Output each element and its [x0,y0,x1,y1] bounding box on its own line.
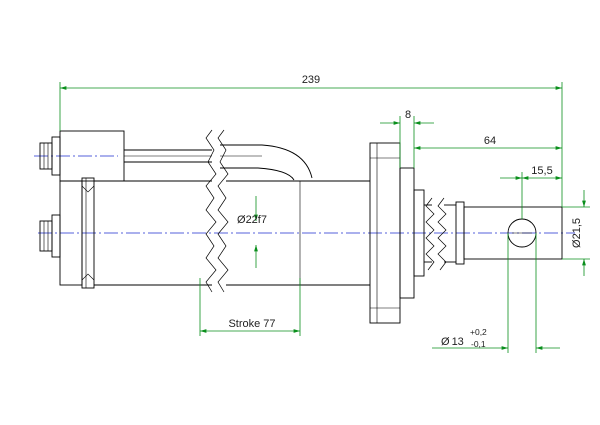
label-clevis-diameter: Ø21,5 [571,218,583,248]
label-stroke: Stroke 77 [228,318,275,330]
dim-clevis-diameter [562,190,590,276]
lower-fitting [39,214,61,258]
label-overall-length: 239 [302,74,320,86]
dim-pin-hole [432,233,560,353]
label-flange-to-end: 64 [484,135,496,147]
clevis-diameter-value: 21,5 [571,218,583,239]
diameter-symbol: Ø [441,336,450,348]
pipe [124,144,313,181]
label-pin-tol-upper: +0,2 [470,327,487,337]
piston-rod [424,197,456,271]
rod-diameter-value: 22f7 [246,214,267,226]
dim-pin-offset [500,172,562,219]
flange [369,142,425,324]
diameter-symbol: Ø [571,239,583,248]
svg-text:Ø21,5: Ø21,5 [571,218,583,248]
label-flange-thickness: 8 [405,109,411,121]
dim-stroke [199,278,301,336]
label-pin-offset: 15,5 [531,165,552,177]
dim-flange-thickness [380,116,434,168]
barrel [94,180,370,286]
diameter-symbol: Ø [237,214,246,226]
dim-overall-length [59,82,563,207]
pin-hole-value: 13 [452,336,464,348]
label-pin-tol-lower: -0,1 [471,339,486,349]
barrel-break [205,129,229,293]
label-rod-diameter: Ø22f7 [237,214,267,226]
